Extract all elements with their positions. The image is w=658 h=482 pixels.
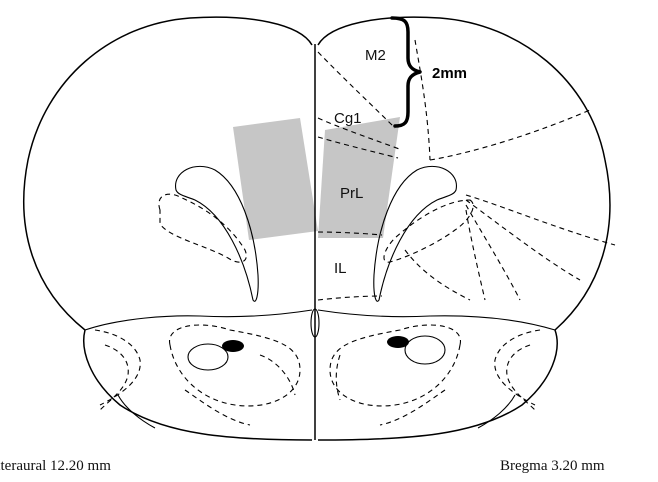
region-label-prl: PrL [340, 185, 363, 202]
claustrum-line [405, 250, 470, 300]
region-label-m2: M2 [365, 47, 386, 64]
right-ventral-boundary [318, 310, 555, 330]
left-ventral-dash-1 [185, 390, 250, 425]
right-striatum-boundary [384, 200, 473, 262]
right-ventral-dash-2 [336, 355, 340, 400]
lateral-cortex-line-5 [466, 210, 485, 300]
il-ventral-boundary [318, 296, 382, 300]
right-olfactory-tubercle-inner [507, 345, 535, 410]
shaded-region-right [318, 117, 400, 238]
left-ventral-boundary [85, 310, 312, 330]
lateral-cortex-line-1 [430, 110, 590, 160]
lateral-cortex-line-3 [466, 200, 580, 280]
left-lateral-olfactory-tract [118, 395, 155, 428]
region-label-il: IL [334, 260, 347, 277]
shaded-region-left [233, 118, 318, 240]
lateral-cortex-line-4 [466, 205, 520, 300]
right-anterior-commissure-ring [405, 336, 445, 364]
interaural-coordinate: Interaural 12.20 mm [0, 458, 111, 475]
left-anterior-commissure [222, 340, 244, 352]
m2-lateral-boundary [415, 40, 430, 160]
left-olfactory-tubercle-outer [95, 330, 140, 405]
bregma-coordinate: Bregma 3.20 mm [500, 458, 605, 475]
left-anterior-commissure-ring [188, 344, 228, 370]
right-anterior-commissure [387, 336, 409, 348]
left-ventral-pallidum [170, 325, 300, 406]
region-label-cg1: Cg1 [334, 110, 362, 127]
scale-bar-label: 2mm [432, 65, 467, 82]
scale-bar-bracket [392, 18, 420, 126]
right-ventral-dash-1 [380, 390, 445, 425]
left-ventral-dash-2 [260, 355, 295, 395]
lateral-cortex-line-2 [466, 195, 615, 245]
